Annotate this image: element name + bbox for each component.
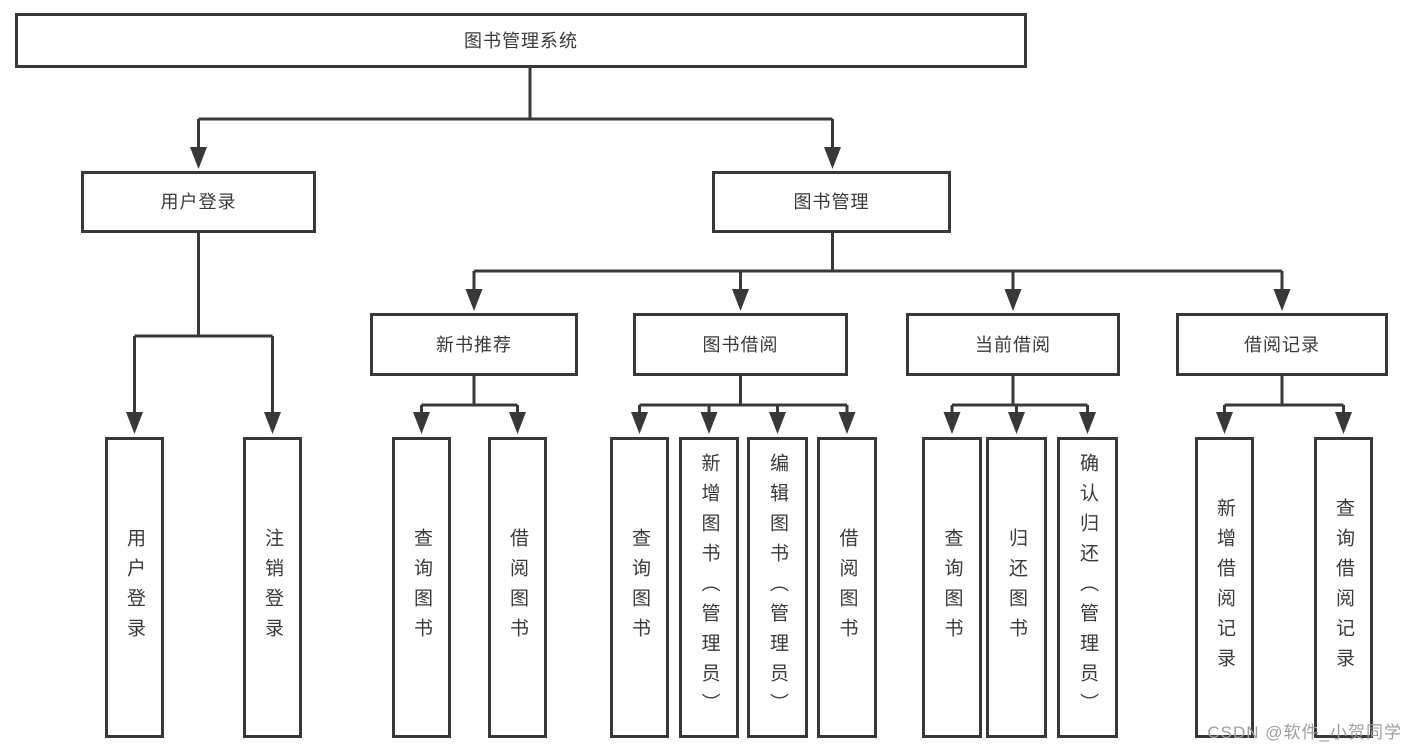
connector-user-login-to-leaves xyxy=(126,233,281,434)
leaf-query-books-borrowing: 查询图书 xyxy=(610,437,669,738)
leaf-add-borrow-record: 新增借阅记录 xyxy=(1195,437,1254,738)
connector-borrowing-records-to-leaves xyxy=(1216,376,1352,434)
connector-current-borrowing-to-leaves xyxy=(943,376,1096,434)
leaf-add-book-admin: 新增图书（管理员） xyxy=(679,437,739,738)
leaf-query-borrow-record: 查询借阅记录 xyxy=(1314,437,1373,738)
node-book-management: 图书管理 xyxy=(712,171,951,233)
node-borrowing-records: 借阅记录 xyxy=(1176,313,1388,376)
leaf-query-books-recommend: 查询图书 xyxy=(392,437,451,738)
connector-root-to-level2 xyxy=(190,68,841,169)
node-current-borrowing: 当前借阅 xyxy=(906,313,1120,376)
connector-book-management-to-level3 xyxy=(465,233,1291,311)
node-new-book-recommendation: 新书推荐 xyxy=(370,313,578,376)
leaf-borrow-books-recommend: 借阅图书 xyxy=(488,437,547,738)
node-user-login: 用户登录 xyxy=(81,171,316,233)
connector-new-book-recommendation-to-leaves xyxy=(413,376,526,434)
leaf-return-books: 归还图书 xyxy=(986,437,1047,738)
leaf-confirm-return-admin: 确认归还（管理员） xyxy=(1057,437,1118,738)
leaf-borrow-books-borrowing: 借阅图书 xyxy=(817,437,877,738)
connector-book-borrowing-to-leaves xyxy=(631,376,856,434)
node-book-borrowing: 图书借阅 xyxy=(633,313,848,376)
leaf-logout-login: 注销登录 xyxy=(243,437,302,738)
csdn-watermark: CSDN @软件_小贺同学 xyxy=(1207,723,1402,742)
leaf-edit-book-admin: 编辑图书（管理员） xyxy=(747,437,808,738)
leaf-user-login: 用户登录 xyxy=(105,437,164,738)
node-root: 图书管理系统 xyxy=(15,13,1027,68)
leaf-query-books-current: 查询图书 xyxy=(922,437,982,738)
